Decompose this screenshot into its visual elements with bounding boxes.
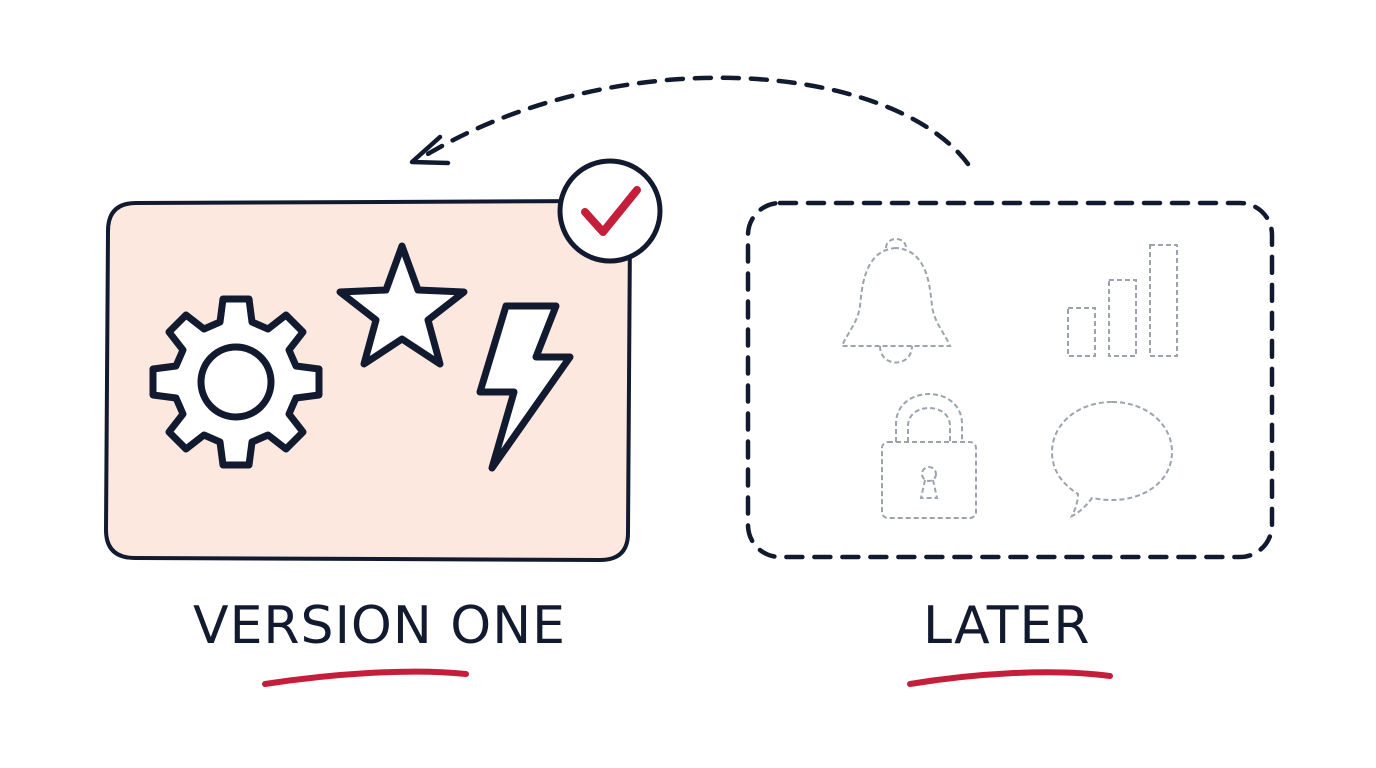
arrow-head-icon xyxy=(409,134,451,166)
gear-hole xyxy=(197,343,275,421)
bar-chart-icon xyxy=(1067,244,1178,357)
version-one-underline xyxy=(262,668,469,687)
later-label: LATER xyxy=(923,596,1091,656)
speech-bubble-icon xyxy=(1050,400,1174,519)
curved-dashed-arrow xyxy=(409,75,971,167)
lightning-icon xyxy=(476,302,574,472)
gear-icon xyxy=(149,295,323,469)
bell-icon xyxy=(840,238,952,364)
version-one-panel xyxy=(104,158,663,562)
later-dashed-card xyxy=(745,200,1275,560)
padlock-icon xyxy=(881,393,977,519)
star-icon xyxy=(336,242,468,368)
later-underline xyxy=(907,669,1113,687)
version-one-label: VERSION ONE xyxy=(193,596,566,656)
later-panel xyxy=(745,200,1275,560)
arrow-curve xyxy=(415,75,971,167)
checkmark-icon xyxy=(557,158,663,264)
